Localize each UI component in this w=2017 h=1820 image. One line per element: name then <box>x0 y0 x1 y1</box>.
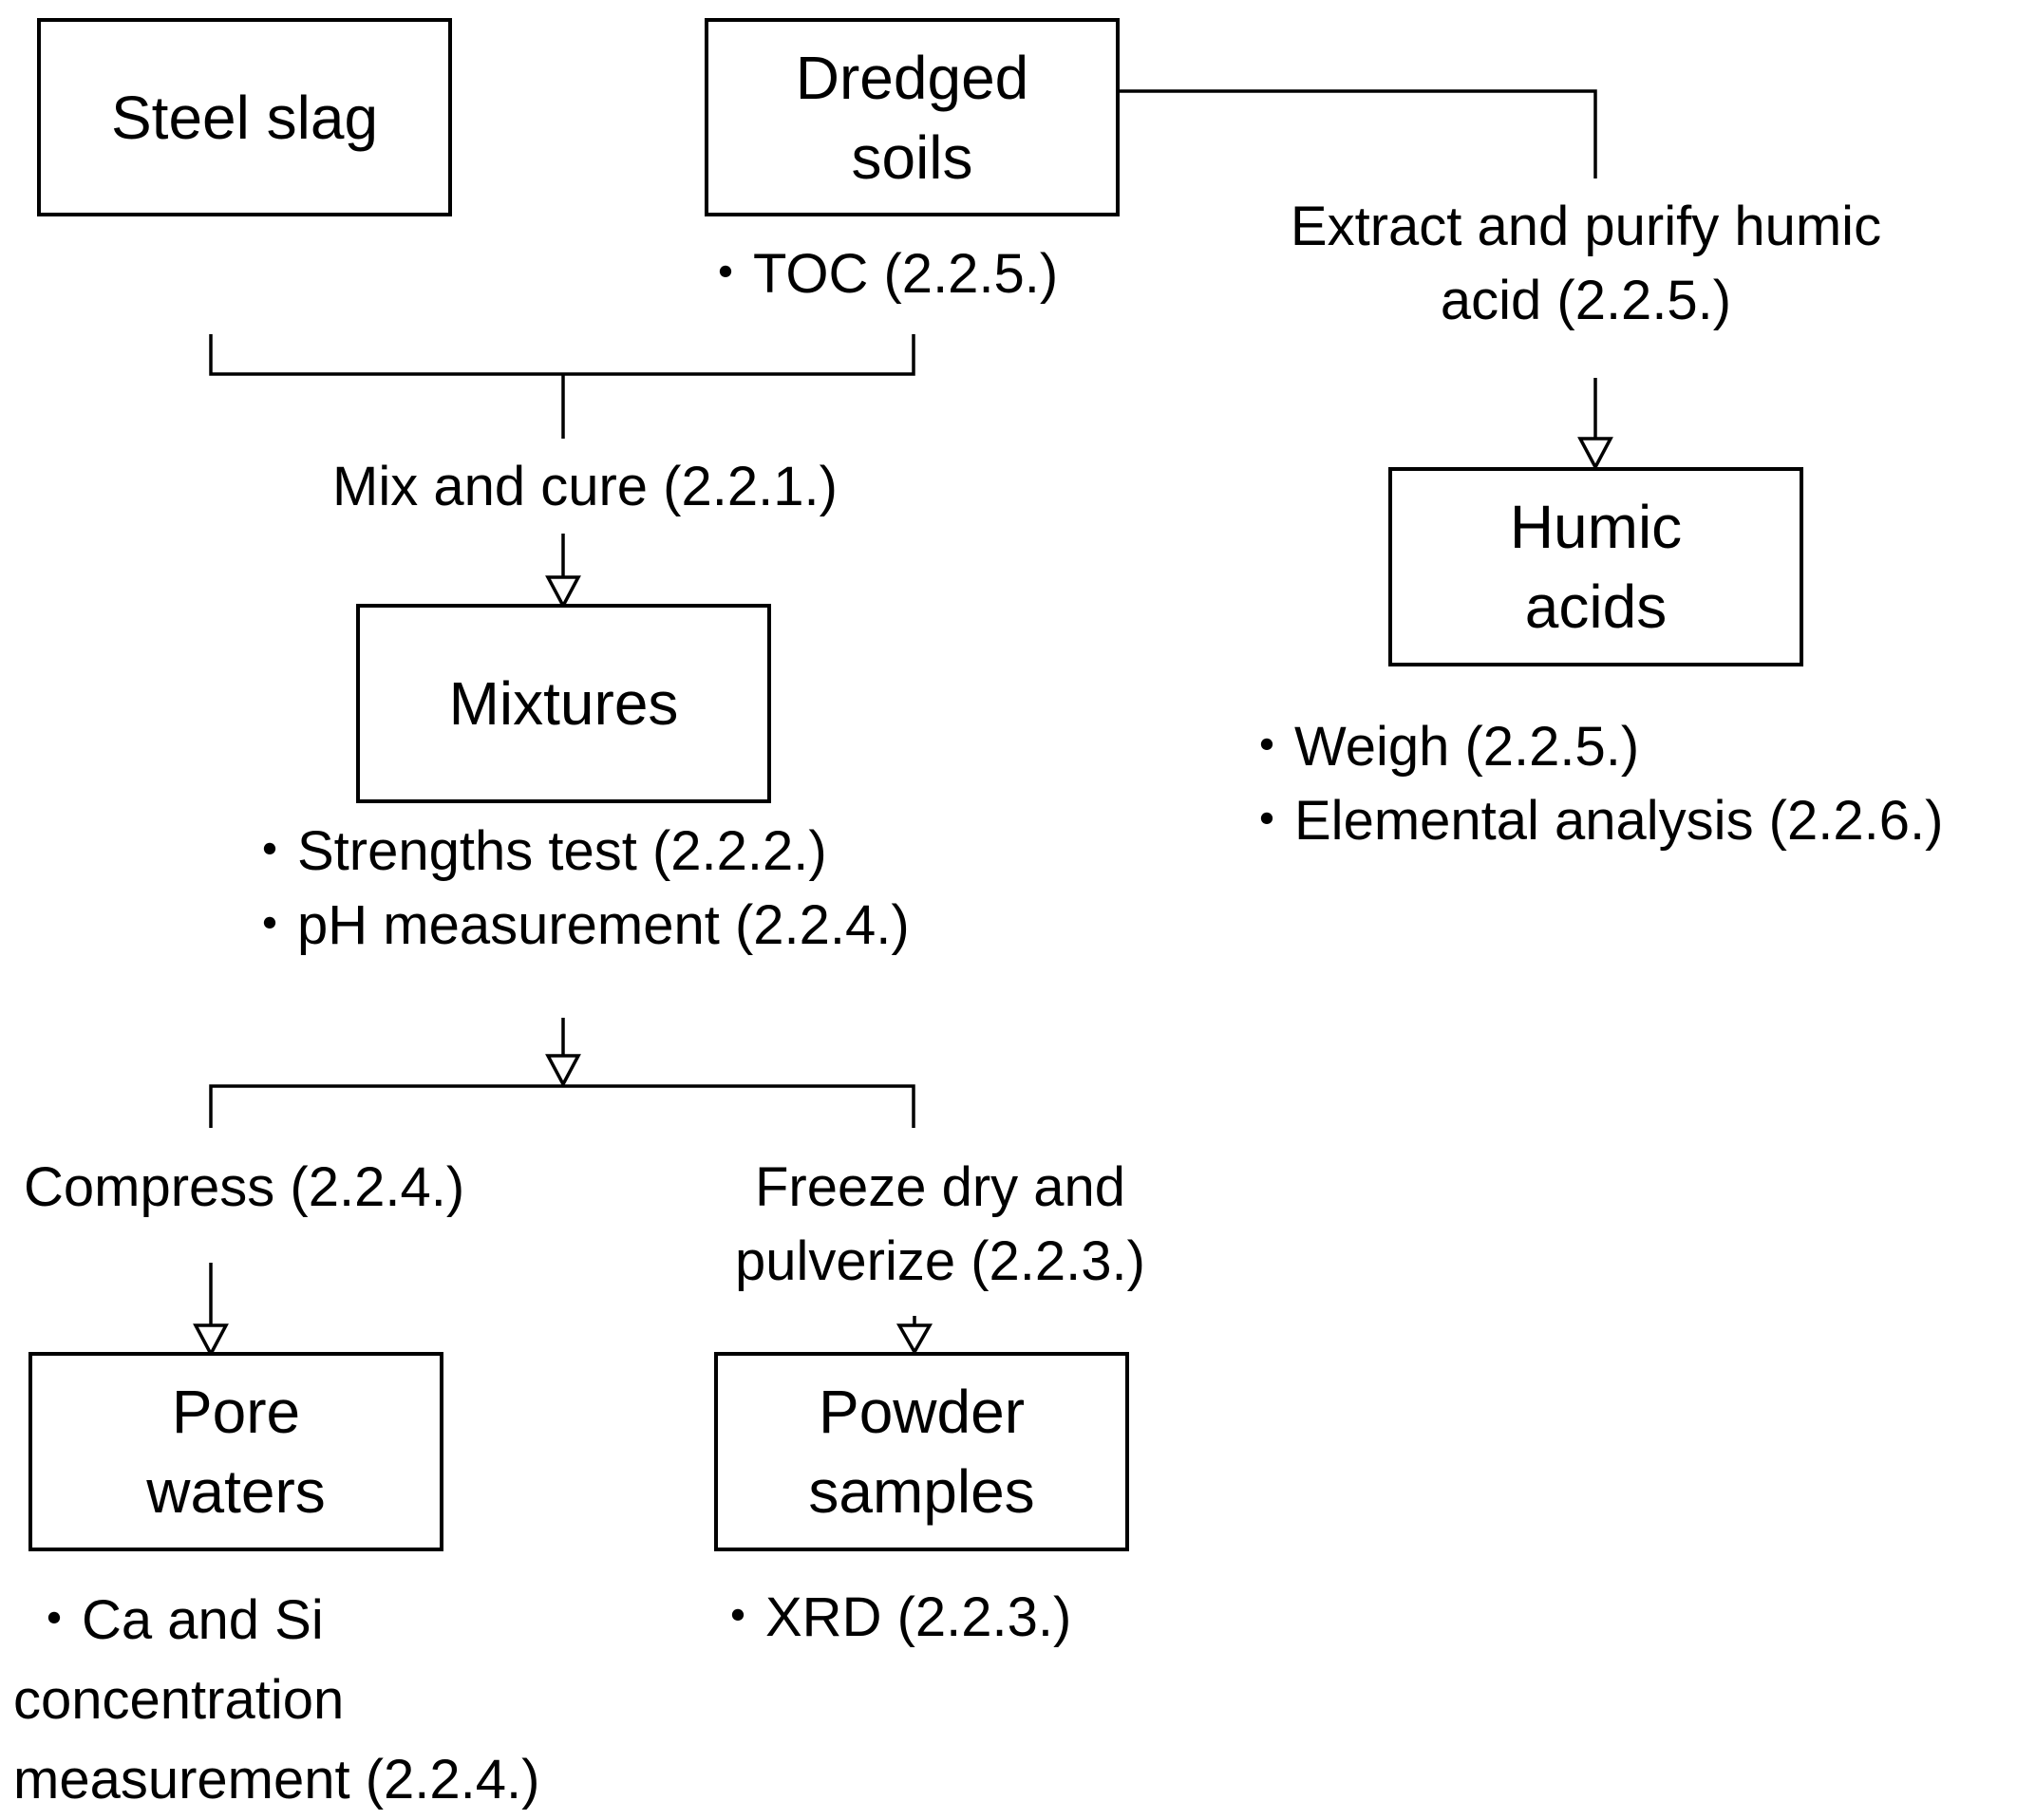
box-dredged-soils-line2: soils <box>851 122 973 192</box>
analysis-pore-line1: ・Ca and Si <box>27 1589 324 1651</box>
box-mixtures: Mixtures <box>356 604 771 803</box>
analysis-humic: ・Weigh (2.2.5.) ・Elemental analysis (2.2… <box>1239 710 1943 858</box>
box-dredged-soils-line1: Dredged <box>795 43 1029 112</box>
analysis-pore-line2: concentration <box>13 1669 345 1731</box>
box-steel-slag: Steel slag <box>37 18 452 216</box>
step-freeze-dry: Freeze dry and pulverize (2.2.3.) <box>703 1151 1178 1299</box>
analysis-pore-line3: measurement (2.2.4.) <box>13 1749 540 1811</box>
bracket-merge-inputs <box>209 334 915 376</box>
box-pore-waters-line2: waters <box>146 1457 326 1526</box>
arrowhead-split <box>545 1054 581 1088</box>
arrowhead-powder <box>895 1323 933 1356</box>
box-pore-waters: Pore waters <box>28 1352 443 1551</box>
box-dredged-soils: Dredged soils <box>705 18 1120 216</box>
arrowhead-mixtures <box>545 575 581 610</box>
line-dredged-to-extract <box>1116 89 1597 178</box>
step-extract: Extract and purify humic acid (2.2.5.) <box>1235 190 1937 338</box>
box-powder-samples-line2: samples <box>808 1457 1035 1526</box>
arrowhead-pore <box>193 1323 229 1358</box>
analysis-pore: ・Ca and Si concentration measurement (2.… <box>13 1581 539 1820</box>
analysis-toc: ・TOC (2.2.5.) <box>698 243 1059 305</box>
box-mixtures-text: Mixtures <box>448 669 679 738</box>
box-powder-samples-line1: Powder <box>819 1378 1025 1446</box>
analysis-xrd: ・XRD (2.2.3.) <box>710 1586 1072 1648</box>
box-humic-acids: Humic acids <box>1388 467 1803 666</box>
step-mix-cure: Mix and cure (2.2.1.) <box>332 456 838 517</box>
analysis-mixtures: ・Strengths test (2.2.2.) ・pH measurement… <box>242 815 910 963</box>
step-extract-line2: acid (2.2.5.) <box>1440 270 1732 331</box>
step-freeze-dry-line1: Freeze dry and <box>754 1156 1126 1218</box>
box-humic-acids-line2: acids <box>1524 572 1668 641</box>
box-humic-acids-line1: Humic <box>1509 493 1683 561</box>
step-compress: Compress (2.2.4.) <box>24 1156 465 1218</box>
box-pore-waters-line1: Pore <box>171 1378 301 1446</box>
analysis-ph-measurement: ・pH measurement (2.2.4.) <box>242 894 910 956</box>
arrowhead-humic <box>1577 437 1613 471</box>
box-steel-slag-text: Steel slag <box>110 83 379 152</box>
analysis-strengths-test: ・Strengths test (2.2.2.) <box>242 820 827 882</box>
bracket-split <box>209 1084 915 1128</box>
step-freeze-dry-line2: pulverize (2.2.3.) <box>735 1230 1145 1292</box>
analysis-weigh: ・Weigh (2.2.5.) <box>1239 716 1640 778</box>
analysis-elemental: ・Elemental analysis (2.2.6.) <box>1239 790 1944 852</box>
step-extract-line1: Extract and purify humic <box>1290 196 1882 257</box>
box-powder-samples: Powder samples <box>714 1352 1129 1551</box>
